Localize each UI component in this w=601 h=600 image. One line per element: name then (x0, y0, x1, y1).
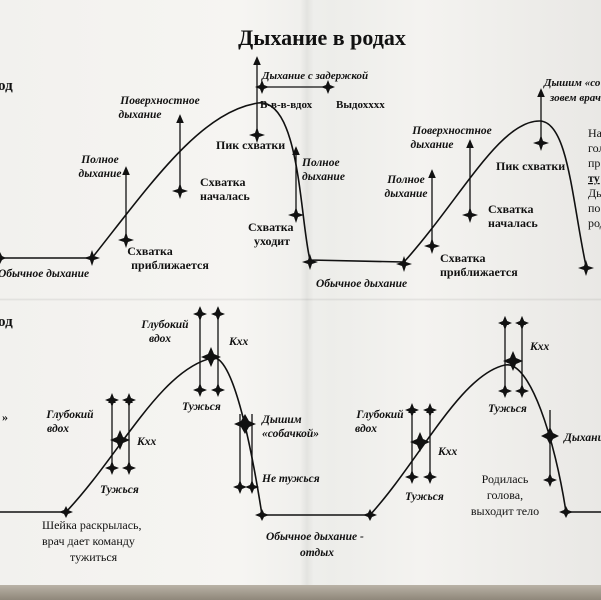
label-superficial-breath-b: дыхание (119, 109, 162, 121)
label-br-push-low: Тужься (405, 491, 444, 503)
label-bl-normal-rest-a: Обычное дыхание - (266, 531, 364, 543)
labels-top-left: Обычное дыхание Полное дыхание Схватка п… (0, 70, 407, 290)
label-tr-breathe-partial-a: Дышим «со (543, 77, 601, 89)
labels-top-right: Полное дыхание Схватка приближается Пове… (385, 77, 601, 279)
label-breath-hold: Дыхание с задержкой (261, 70, 368, 82)
label-br-kxx-top: Кхх (529, 341, 550, 353)
label-br-kxx-low: Кхх (437, 446, 458, 458)
label-bl-cervix-3: тужиться (70, 550, 118, 564)
label-tr-peak: Пик схватки (496, 159, 565, 173)
label-contraction-started-a: Схватка (200, 175, 245, 189)
label-contraction-approaching-b: приближается (131, 258, 209, 272)
label-tr-side-6: по (588, 201, 600, 215)
label-bl-cervix-2: врач дает команду (42, 534, 135, 548)
label-tr-superficial-breath-a: Поверхностное (411, 125, 492, 137)
label-bl-kxx-top: Кхх (228, 336, 249, 348)
label-full-breath-1b: дыхание (79, 168, 122, 180)
label-bl-dog-breath-b: «собачкой» (262, 427, 319, 440)
label-tr-full-breath-b: дыхание (385, 188, 428, 200)
label-br-head-born-3: выходит тело (471, 504, 539, 518)
stars-top-left (0, 80, 412, 272)
label-bl-deep-breath-2a: Глубокий (45, 408, 94, 421)
label-br-deep-breath-b: вдох (355, 423, 377, 435)
left-fragment-top: од (0, 78, 13, 94)
label-tr-full-breath-a: Полное (386, 174, 425, 186)
labels-bottom-left: Глубокий вдох Кхх Тужься Глубокий вдох К… (42, 318, 364, 564)
vertical-arrows-bottom-right (408, 316, 551, 480)
label-full-breath-2a: Полное (301, 157, 340, 169)
left-fragment-bottom-2: » (2, 410, 8, 424)
label-tr-side-3: пр (588, 156, 600, 170)
label-inhale: В-в-в-вдох (260, 99, 313, 111)
label-bl-push-top: Тужься (182, 401, 221, 413)
label-contraction-started-b: началась (200, 189, 250, 203)
label-tr-contraction-started-a: Схватка (488, 202, 533, 216)
label-peak-top-left: Пик схватки (216, 138, 285, 152)
curve-top-right (403, 120, 587, 267)
label-contraction-leaving-b: уходит (254, 234, 290, 248)
label-bl-deep-breath-b: вдох (149, 333, 171, 345)
labels-bottom-right: Глубокий вдох Кхх Тужься Кхх Тужься Дыха… (355, 341, 601, 518)
paper-fold-horizontal (0, 298, 601, 301)
label-tr-superficial-breath-b: дыхание (411, 139, 454, 151)
label-bl-push-low: Тужься (100, 484, 139, 496)
label-tr-side-5: Ды (588, 186, 601, 200)
label-br-deep-breath-a: Глубокий (355, 408, 404, 421)
label-full-breath-1a: Полное (80, 154, 119, 166)
stars-bottom-right (405, 316, 573, 518)
page-title: Дыхание в родах (238, 25, 406, 50)
label-tr-breathe-partial-b: зовем врач (549, 92, 601, 104)
left-fragment-bottom: од (0, 314, 13, 330)
vertical-arrows-top-right (428, 88, 545, 248)
label-normal-breathing-end: Обычное дыхание (316, 278, 407, 290)
label-tr-side-7: род (588, 216, 601, 230)
label-exhale: Выдохххх (336, 99, 385, 111)
label-tr-contraction-started-b: началась (488, 216, 538, 230)
label-superficial-breath-a: Поверхностное (119, 95, 200, 107)
label-br-head-born-2: голова, (487, 488, 523, 502)
label-contraction-approaching-a: Схватка (127, 244, 172, 258)
label-tr-side-1: На (588, 126, 601, 140)
label-tr-contraction-approaching-b: приближается (440, 265, 518, 279)
label-bl-deep-breath-2b: вдох (47, 423, 69, 435)
stars-top-right (424, 135, 594, 276)
label-tr-side-4: ту (588, 171, 600, 185)
label-bl-normal-rest-b: отдых (300, 547, 334, 559)
label-bl-dog-breath-a: Дышим (261, 414, 302, 426)
label-br-push-top: Тужься (488, 403, 527, 415)
table-surface (0, 585, 601, 600)
paper-fold-vertical (300, 0, 314, 600)
label-br-head-born-1: Родилась (482, 472, 529, 486)
label-tr-contraction-approaching-a: Схватка (440, 251, 485, 265)
label-contraction-leaving-a: Схватка (248, 220, 293, 234)
label-full-breath-2b: дыхание (302, 171, 345, 183)
vertical-arrows-top-left (122, 56, 328, 240)
label-bl-deep-breath-a: Глубокий (140, 318, 189, 331)
label-bl-kxx-low: Кхх (136, 436, 157, 448)
label-tr-side-2: голо (588, 141, 601, 155)
curve-top-left (0, 102, 405, 263)
label-bl-dont-push: Не тужься (261, 473, 320, 485)
label-normal-breathing-start: Обычное дыхание (0, 268, 89, 280)
label-bl-cervix-1: Шейка раскрылась, (42, 518, 142, 532)
vertical-arrows-bottom-left (108, 306, 253, 488)
label-br-breathe-partial: Дыхание (563, 432, 601, 444)
